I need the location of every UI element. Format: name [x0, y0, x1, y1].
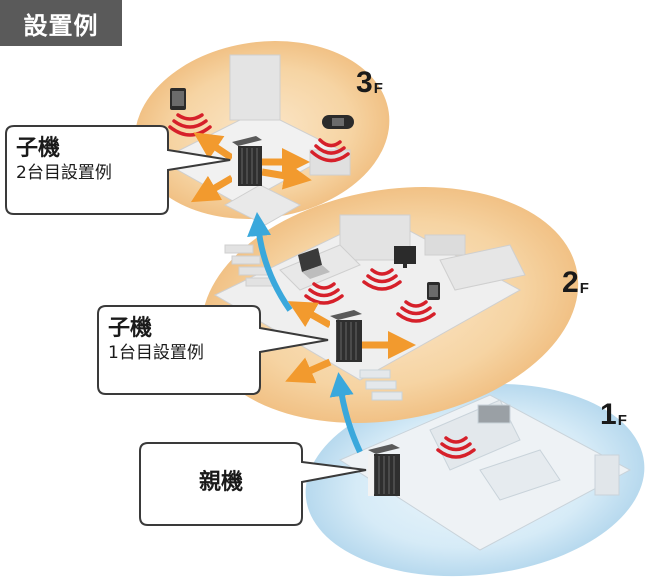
floor-1-room [338, 369, 632, 551]
laptop-icon [298, 248, 330, 279]
signal-arrows-floor-3 [190, 132, 312, 203]
section-title-tag: 設置例 [0, 0, 122, 46]
tv-icon [394, 246, 416, 268]
floor-label-1f: 1 F [600, 400, 627, 430]
floor-unit: F [617, 412, 627, 429]
floor-number: 3 [356, 66, 373, 99]
section-title: 設置例 [23, 11, 99, 40]
game-console-icon [322, 115, 354, 129]
callout-main-unit-text: 親機 [140, 470, 302, 495]
wifi-wave-icon [304, 282, 344, 305]
callout-subtitle: 1台目設置例 [108, 343, 204, 364]
callout-first-unit [97, 305, 329, 395]
floor-label-3f: 3 F [356, 68, 383, 98]
floor-number: 2 [562, 266, 579, 299]
uplink-arrow-2f-to-3f [247, 212, 293, 312]
callout-title: 子機 [16, 136, 61, 161]
floor-unit: F [373, 80, 383, 97]
wifi-wave-icon [396, 300, 436, 323]
callout-second-unit [5, 125, 231, 215]
tablet-icon [427, 282, 440, 300]
extender-unit-2 [232, 136, 262, 186]
floor-label-2f: 2 F [562, 268, 589, 298]
signal-arrows-floor-2 [285, 301, 416, 384]
wifi-wave-icon [310, 138, 350, 163]
extender-unit-1 [330, 310, 362, 362]
wifi-wave-icon [362, 268, 402, 291]
callout-main-unit [139, 442, 367, 526]
callout-second-unit-text: 子機 2台目設置例 [16, 136, 112, 184]
callout-subtitle: 2台目設置例 [16, 163, 112, 184]
floor-number: 1 [600, 398, 617, 431]
wifi-wave-icon [436, 436, 476, 459]
callout-title: 子機 [108, 316, 153, 341]
main-router-unit [368, 444, 400, 496]
uplink-arrow-1f-to-2f [329, 372, 363, 454]
wifi-wave-icon [168, 113, 212, 137]
tablet-icon [170, 88, 186, 110]
callout-first-unit-text: 子機 1台目設置例 [108, 316, 204, 364]
callout-title: 親機 [198, 470, 243, 495]
floor-unit: F [579, 280, 589, 297]
